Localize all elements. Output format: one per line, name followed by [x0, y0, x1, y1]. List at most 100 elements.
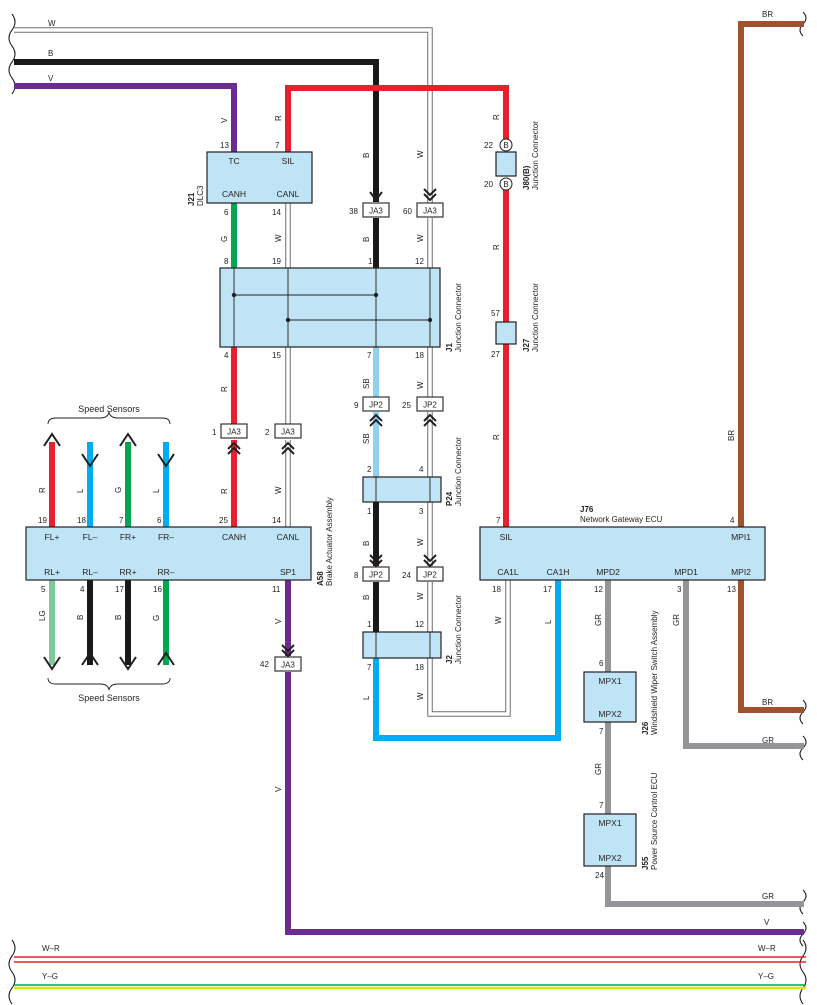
svg-text:GR: GR: [594, 614, 603, 626]
component-id: J1: [445, 343, 454, 352]
svg-text:W: W: [416, 692, 425, 700]
pin-number: 25: [219, 516, 228, 525]
pin-number: 20: [484, 180, 493, 189]
svg-text:B: B: [362, 237, 371, 242]
svg-text:B: B: [114, 615, 123, 620]
pin-label: RR+: [119, 567, 136, 577]
pin-number: 17: [543, 585, 552, 594]
pin-number: 7: [367, 351, 372, 360]
svg-text:G: G: [114, 487, 123, 493]
svg-text:W: W: [416, 150, 425, 158]
svg-text:W: W: [416, 538, 425, 546]
bus-label-b: B: [48, 49, 53, 58]
component-name: Junction Connector: [454, 283, 463, 352]
bus-label-w-r: W–R: [42, 944, 60, 953]
pin-number: 11: [272, 585, 281, 594]
component-id: J2: [445, 655, 454, 664]
wire-v-sp1: [285, 580, 804, 935]
pin-number: 57: [491, 309, 500, 318]
pin-number: 1: [367, 507, 372, 516]
svg-text:W: W: [416, 592, 425, 600]
pin-number: 6: [599, 659, 604, 668]
bus-label-gr: GR: [762, 736, 774, 745]
jb-num: 9: [354, 401, 359, 410]
svg-text:R: R: [220, 386, 229, 392]
p24-box: [362, 476, 442, 503]
component-name: Windshield Wiper Switch Assembly: [650, 611, 659, 735]
jb-num: 8: [354, 571, 359, 580]
chevron-down-icon: [423, 554, 437, 568]
pin-label: CANL: [277, 532, 300, 542]
j80-labels: 22 20 B B J80(B) Junction Connector: [484, 121, 540, 190]
component-name: DLC3: [196, 185, 205, 206]
j27-labels: 57 27 J27 Junction Connector: [491, 283, 540, 359]
pin-label: MPI2: [731, 567, 751, 577]
bus-label-v: V: [764, 918, 770, 927]
jb-num: 24: [402, 571, 411, 580]
chevron-down-icon: [281, 644, 295, 658]
wire-w-r-bus: [14, 956, 806, 963]
jb-num: 42: [260, 660, 269, 669]
svg-text:G: G: [220, 236, 229, 242]
right-break-marks: [799, 11, 807, 1005]
component-id: J76: [580, 505, 594, 514]
jb-label: JA3: [281, 428, 295, 437]
svg-text:R: R: [492, 244, 501, 250]
component-id: J27: [522, 338, 531, 352]
chevron-up-icon: [369, 413, 383, 427]
bus-label-y-g: Y–G: [42, 972, 58, 981]
svg-text:R: R: [274, 115, 283, 121]
pin-label: CANH: [222, 532, 246, 542]
pin-label: MPX2: [598, 709, 621, 719]
bus-label-w: W: [48, 19, 56, 28]
pin-number: 7: [496, 516, 501, 525]
chevron-down-icon: [423, 188, 437, 202]
svg-text:W: W: [416, 381, 425, 389]
svg-text:V: V: [274, 618, 283, 624]
pin-label: CA1L: [497, 567, 519, 577]
pin-number: 19: [272, 257, 281, 266]
component-id: J80(B): [522, 165, 531, 190]
pin-number: 4: [419, 465, 424, 474]
j80-connector: [495, 138, 517, 191]
pin-number: 13: [727, 585, 736, 594]
jb-num: 60: [403, 207, 412, 216]
j76-labels: J76 Network Gateway ECU 7 4 SIL MPI1 CA1…: [492, 505, 751, 594]
dlc3-box: [206, 151, 313, 204]
speed-sensors-top-group: Speed Sensors: [47, 404, 171, 425]
pin-number: 3: [419, 507, 424, 516]
pin-label: FR+: [120, 532, 136, 542]
arrow-heads: [43, 188, 437, 671]
pin-label: MPX1: [598, 818, 621, 828]
bus-label-v: V: [48, 74, 54, 83]
pin-number: 17: [115, 585, 124, 594]
jb-label: JA3: [227, 428, 241, 437]
speed-sensor-wires-top: [49, 442, 169, 527]
chevron-down-icon: [369, 191, 383, 202]
pin-label: TC: [228, 156, 239, 166]
wire-y-g-bus: [14, 984, 806, 990]
j27-box: [495, 321, 517, 345]
pin-number: 6: [157, 516, 162, 525]
pin-number: 7: [599, 801, 604, 810]
pin-number: 15: [272, 351, 281, 360]
pin-label: RL–: [82, 567, 98, 577]
pin-number: 24: [595, 871, 604, 880]
svg-text:B: B: [362, 153, 371, 158]
svg-text:W: W: [274, 486, 283, 494]
bus-label-br: BR: [762, 698, 773, 707]
pin-number: 7: [367, 663, 372, 672]
terminal-label: B: [503, 141, 508, 150]
pin-number: 12: [594, 585, 603, 594]
pin-number: 8: [224, 257, 229, 266]
speed-sensor-wire-labels: R L G L LG B B G: [38, 487, 161, 621]
pin-number: 18: [415, 351, 424, 360]
svg-text:GR: GR: [672, 614, 681, 626]
svg-text:G: G: [152, 615, 161, 621]
component-name: Power Source Control ECU: [650, 772, 659, 870]
pin-number: 12: [415, 257, 424, 266]
speed-sensors-label: Speed Sensors: [78, 404, 140, 414]
pin-number: 13: [220, 141, 229, 150]
svg-text:SB: SB: [362, 433, 371, 444]
pin-label: MPD2: [596, 567, 620, 577]
